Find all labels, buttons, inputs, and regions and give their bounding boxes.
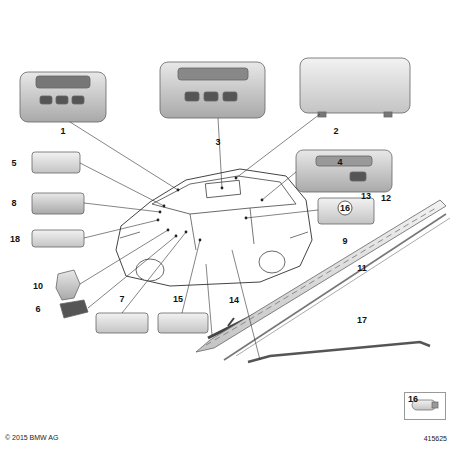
callout-number: 1 (60, 127, 65, 136)
callout-number: 10 (33, 282, 43, 291)
callout-number: 9 (342, 237, 347, 246)
callout-number: 18 (10, 235, 20, 244)
callout-number: 6 (35, 305, 40, 314)
callout-number: 7 (119, 295, 124, 304)
callout-number: 15 (173, 295, 183, 304)
detail-box: 16 (404, 392, 446, 420)
callout-number: 11 (357, 264, 367, 273)
callout-number: 14 (229, 296, 239, 305)
callout-number: 3 (215, 138, 220, 147)
callout-number: 8 (11, 199, 16, 208)
callout-number: 4 (337, 158, 342, 167)
callout-number: 5 (11, 159, 16, 168)
callout-number: 2 (333, 127, 338, 136)
copyright-note: © 2015 BMW AG (5, 434, 58, 441)
callout-number: 16 (405, 393, 445, 406)
diagram-number: 415625 (424, 435, 447, 442)
callout-number: 13 (361, 192, 371, 201)
callout-number: 12 (381, 194, 391, 203)
callout-number: 17 (357, 316, 367, 325)
callout-number: 16 (340, 204, 350, 213)
